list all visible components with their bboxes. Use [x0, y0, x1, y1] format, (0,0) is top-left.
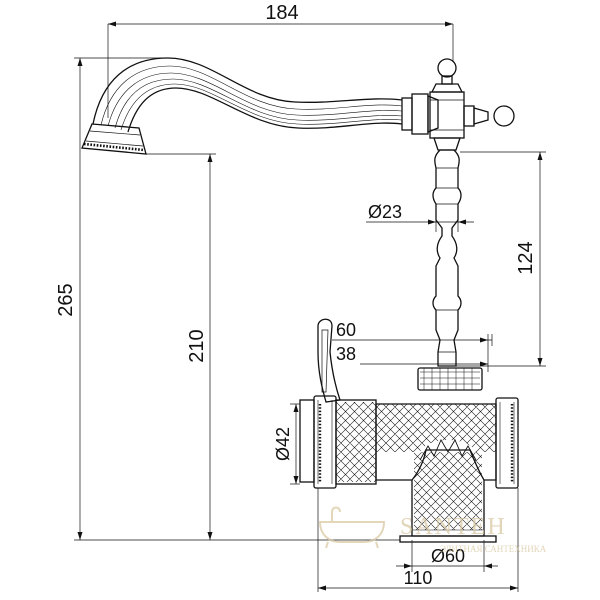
watermark-bathtub-icon: [318, 506, 386, 549]
dim-label-height-spout: 210: [186, 329, 208, 362]
diamond-lattice-pattern: [336, 402, 496, 530]
horizontal-body: [299, 395, 519, 489]
knurled-ring: [417, 367, 483, 391]
crown-ornament: [419, 439, 477, 461]
spout-collar: [401, 93, 439, 135]
dim-label-width-handle-a: 60: [336, 320, 356, 340]
dim-label-height-total: 265: [55, 283, 77, 316]
faucet-outline: [81, 57, 519, 543]
spout: [81, 57, 403, 155]
dim-label-width-handle-b: 38: [336, 344, 356, 364]
dim-label-dia-body: Ø42: [273, 427, 293, 461]
watermark: SANTEH ЭЛИТНАЯ САНТЕХНИКА: [318, 506, 547, 554]
dimension-lines: [74, 23, 546, 592]
top-knob: [429, 58, 465, 151]
column: [432, 149, 462, 367]
dim-label-width-top: 184: [265, 2, 298, 24]
dim-label-height-body: 124: [515, 241, 537, 274]
dim-label-dia-neck: Ø23: [368, 202, 402, 222]
lever-handle: [317, 318, 341, 403]
dim-label-width-base: 110: [404, 568, 433, 588]
lattice-hatch-lines: [336, 402, 496, 530]
dim-label-dia-base: Ø60: [431, 546, 465, 566]
watermark-tagline: ЭЛИТНАЯ САНТЕХНИКА: [440, 544, 547, 554]
dimension-arrows: [77, 21, 543, 591]
watermark-brand: SANTEH: [400, 514, 507, 540]
base-foot: [399, 480, 497, 543]
side-knob: [463, 105, 515, 127]
